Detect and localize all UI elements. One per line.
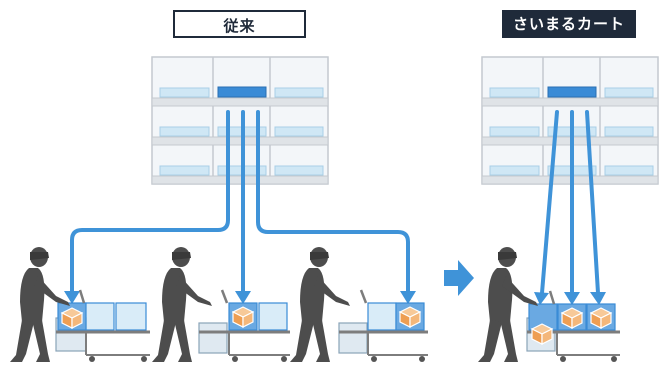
arrow-right-icon <box>444 260 474 296</box>
parcel-icon <box>232 306 254 328</box>
parcel-icon <box>399 306 421 328</box>
flow-arrowheads-conventional <box>64 291 416 304</box>
parcel-icon <box>531 323 553 345</box>
parcel-icon <box>590 307 612 329</box>
shelf-conventional <box>151 56 329 185</box>
flow-arrowheads-saimaru <box>534 292 606 305</box>
cart-conventional-3 <box>338 289 428 362</box>
flow-arrows-saimaru <box>540 110 600 295</box>
flow-arrows-conventional <box>70 110 410 294</box>
label-conventional: 従来 <box>173 10 306 38</box>
label-saimaru-cart: さいまるカート <box>502 10 636 38</box>
parcel-icon <box>61 307 83 329</box>
parcel-icon <box>561 307 583 329</box>
